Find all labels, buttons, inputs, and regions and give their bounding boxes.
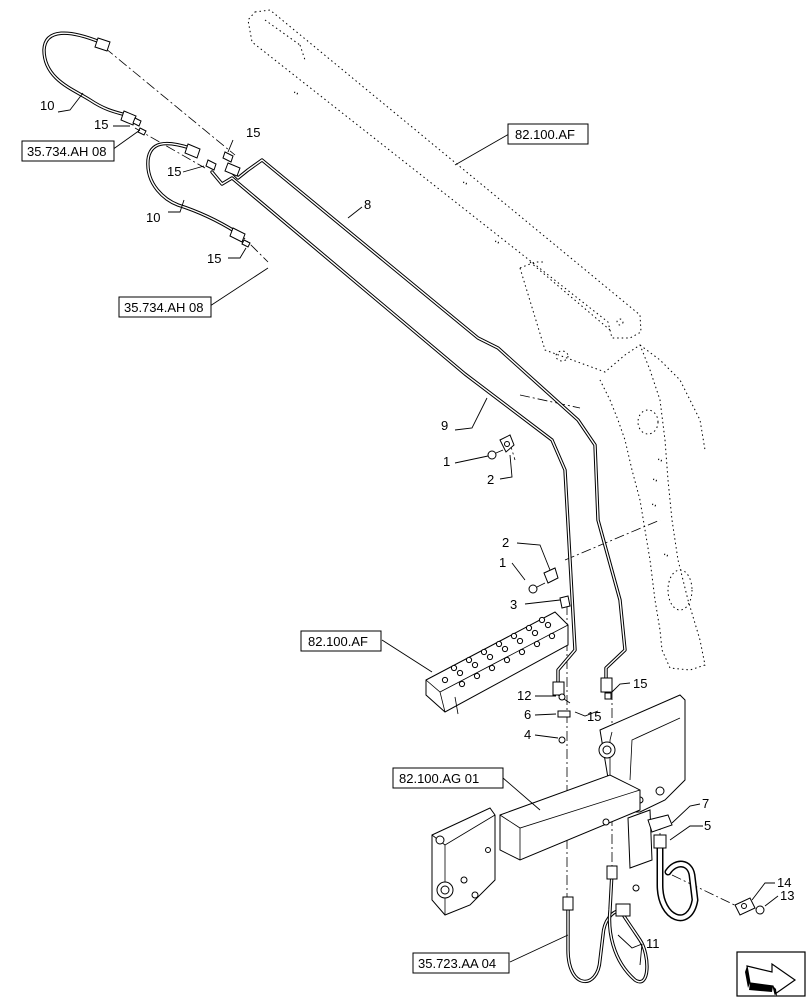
callout-15-d: 15 <box>207 251 221 266</box>
bolt-1-lower <box>528 582 546 594</box>
callout-15-b: 15 <box>246 125 260 140</box>
ref-box-82100ag[interactable]: 82.100.AG 01 <box>392 767 504 789</box>
tube-8 <box>224 158 627 693</box>
ref-82100af-step-label: 82.100.AF <box>308 634 368 649</box>
callout-11: 11 <box>646 936 660 951</box>
ref-box-82100af-top[interactable]: 82.100.AF <box>507 123 589 145</box>
bolt-13 <box>755 905 765 915</box>
callout-14: 14 <box>777 875 791 890</box>
callout-15-e: 15 <box>587 709 601 724</box>
callout-labels: 10 15 15 15 10 15 8 9 1 2 2 1 3 12 6 4 1… <box>40 98 794 951</box>
callout-1-upper: 1 <box>443 454 450 469</box>
fittings-12-6-4 <box>557 693 571 744</box>
step-plate-holes <box>441 616 556 688</box>
fitting-15-right <box>604 692 612 700</box>
callout-5: 5 <box>704 818 711 833</box>
ref-82100ag-label: 82.100.AG 01 <box>399 771 479 786</box>
callout-1-lower: 1 <box>499 555 506 570</box>
callout-10-upper: 10 <box>40 98 54 113</box>
clamp-2-lower <box>543 567 559 584</box>
ref-82100af-top-label: 82.100.AF <box>515 127 575 142</box>
next-page-arrow-icon[interactable] <box>736 951 806 997</box>
callout-15-f: 15 <box>633 676 647 691</box>
tube-9 <box>210 170 577 704</box>
fittings-15-top <box>137 127 251 248</box>
ref-box-82100af-step[interactable]: 82.100.AF <box>300 630 382 652</box>
ref-35734-top-label: 35.734.AH 08 <box>27 144 107 159</box>
step-plate <box>425 611 569 715</box>
callout-2-lower: 2 <box>502 535 509 550</box>
clamp-14 <box>734 897 756 916</box>
bolt-1-upper <box>487 449 504 460</box>
callout-3: 3 <box>510 597 517 612</box>
ref-box-35723[interactable]: 35.723.AA 04 <box>412 952 510 974</box>
callout-2-upper: 2 <box>487 472 494 487</box>
callout-15-c: 15 <box>167 164 181 179</box>
hose-11-pair <box>562 865 649 984</box>
callout-9: 9 <box>441 418 448 433</box>
clamp-2-upper <box>499 434 515 453</box>
ref-35734-mid-label: 35.734.AH 08 <box>124 300 204 315</box>
callout-4: 4 <box>524 727 531 742</box>
loader-arm-outline <box>247 9 706 671</box>
ref-35723-label: 35.723.AA 04 <box>418 956 496 971</box>
frame-crossmember <box>431 694 686 916</box>
callout-15-a: 15 <box>94 117 108 132</box>
ref-box-35734-top[interactable]: 35.734.AH 08 <box>21 140 115 162</box>
fitting-3 <box>559 595 571 609</box>
elbow-hose-5 <box>647 814 699 922</box>
callout-6: 6 <box>524 707 531 722</box>
callout-8: 8 <box>364 197 371 212</box>
callout-7: 7 <box>702 796 709 811</box>
hose-10-lower <box>146 141 246 243</box>
leader-lines <box>57 92 779 966</box>
callout-12: 12 <box>517 688 531 703</box>
hose-10-upper <box>42 31 142 127</box>
ref-box-35734-mid[interactable]: 35.734.AH 08 <box>118 296 212 318</box>
callout-10-lower: 10 <box>146 210 160 225</box>
callout-13: 13 <box>780 888 794 903</box>
